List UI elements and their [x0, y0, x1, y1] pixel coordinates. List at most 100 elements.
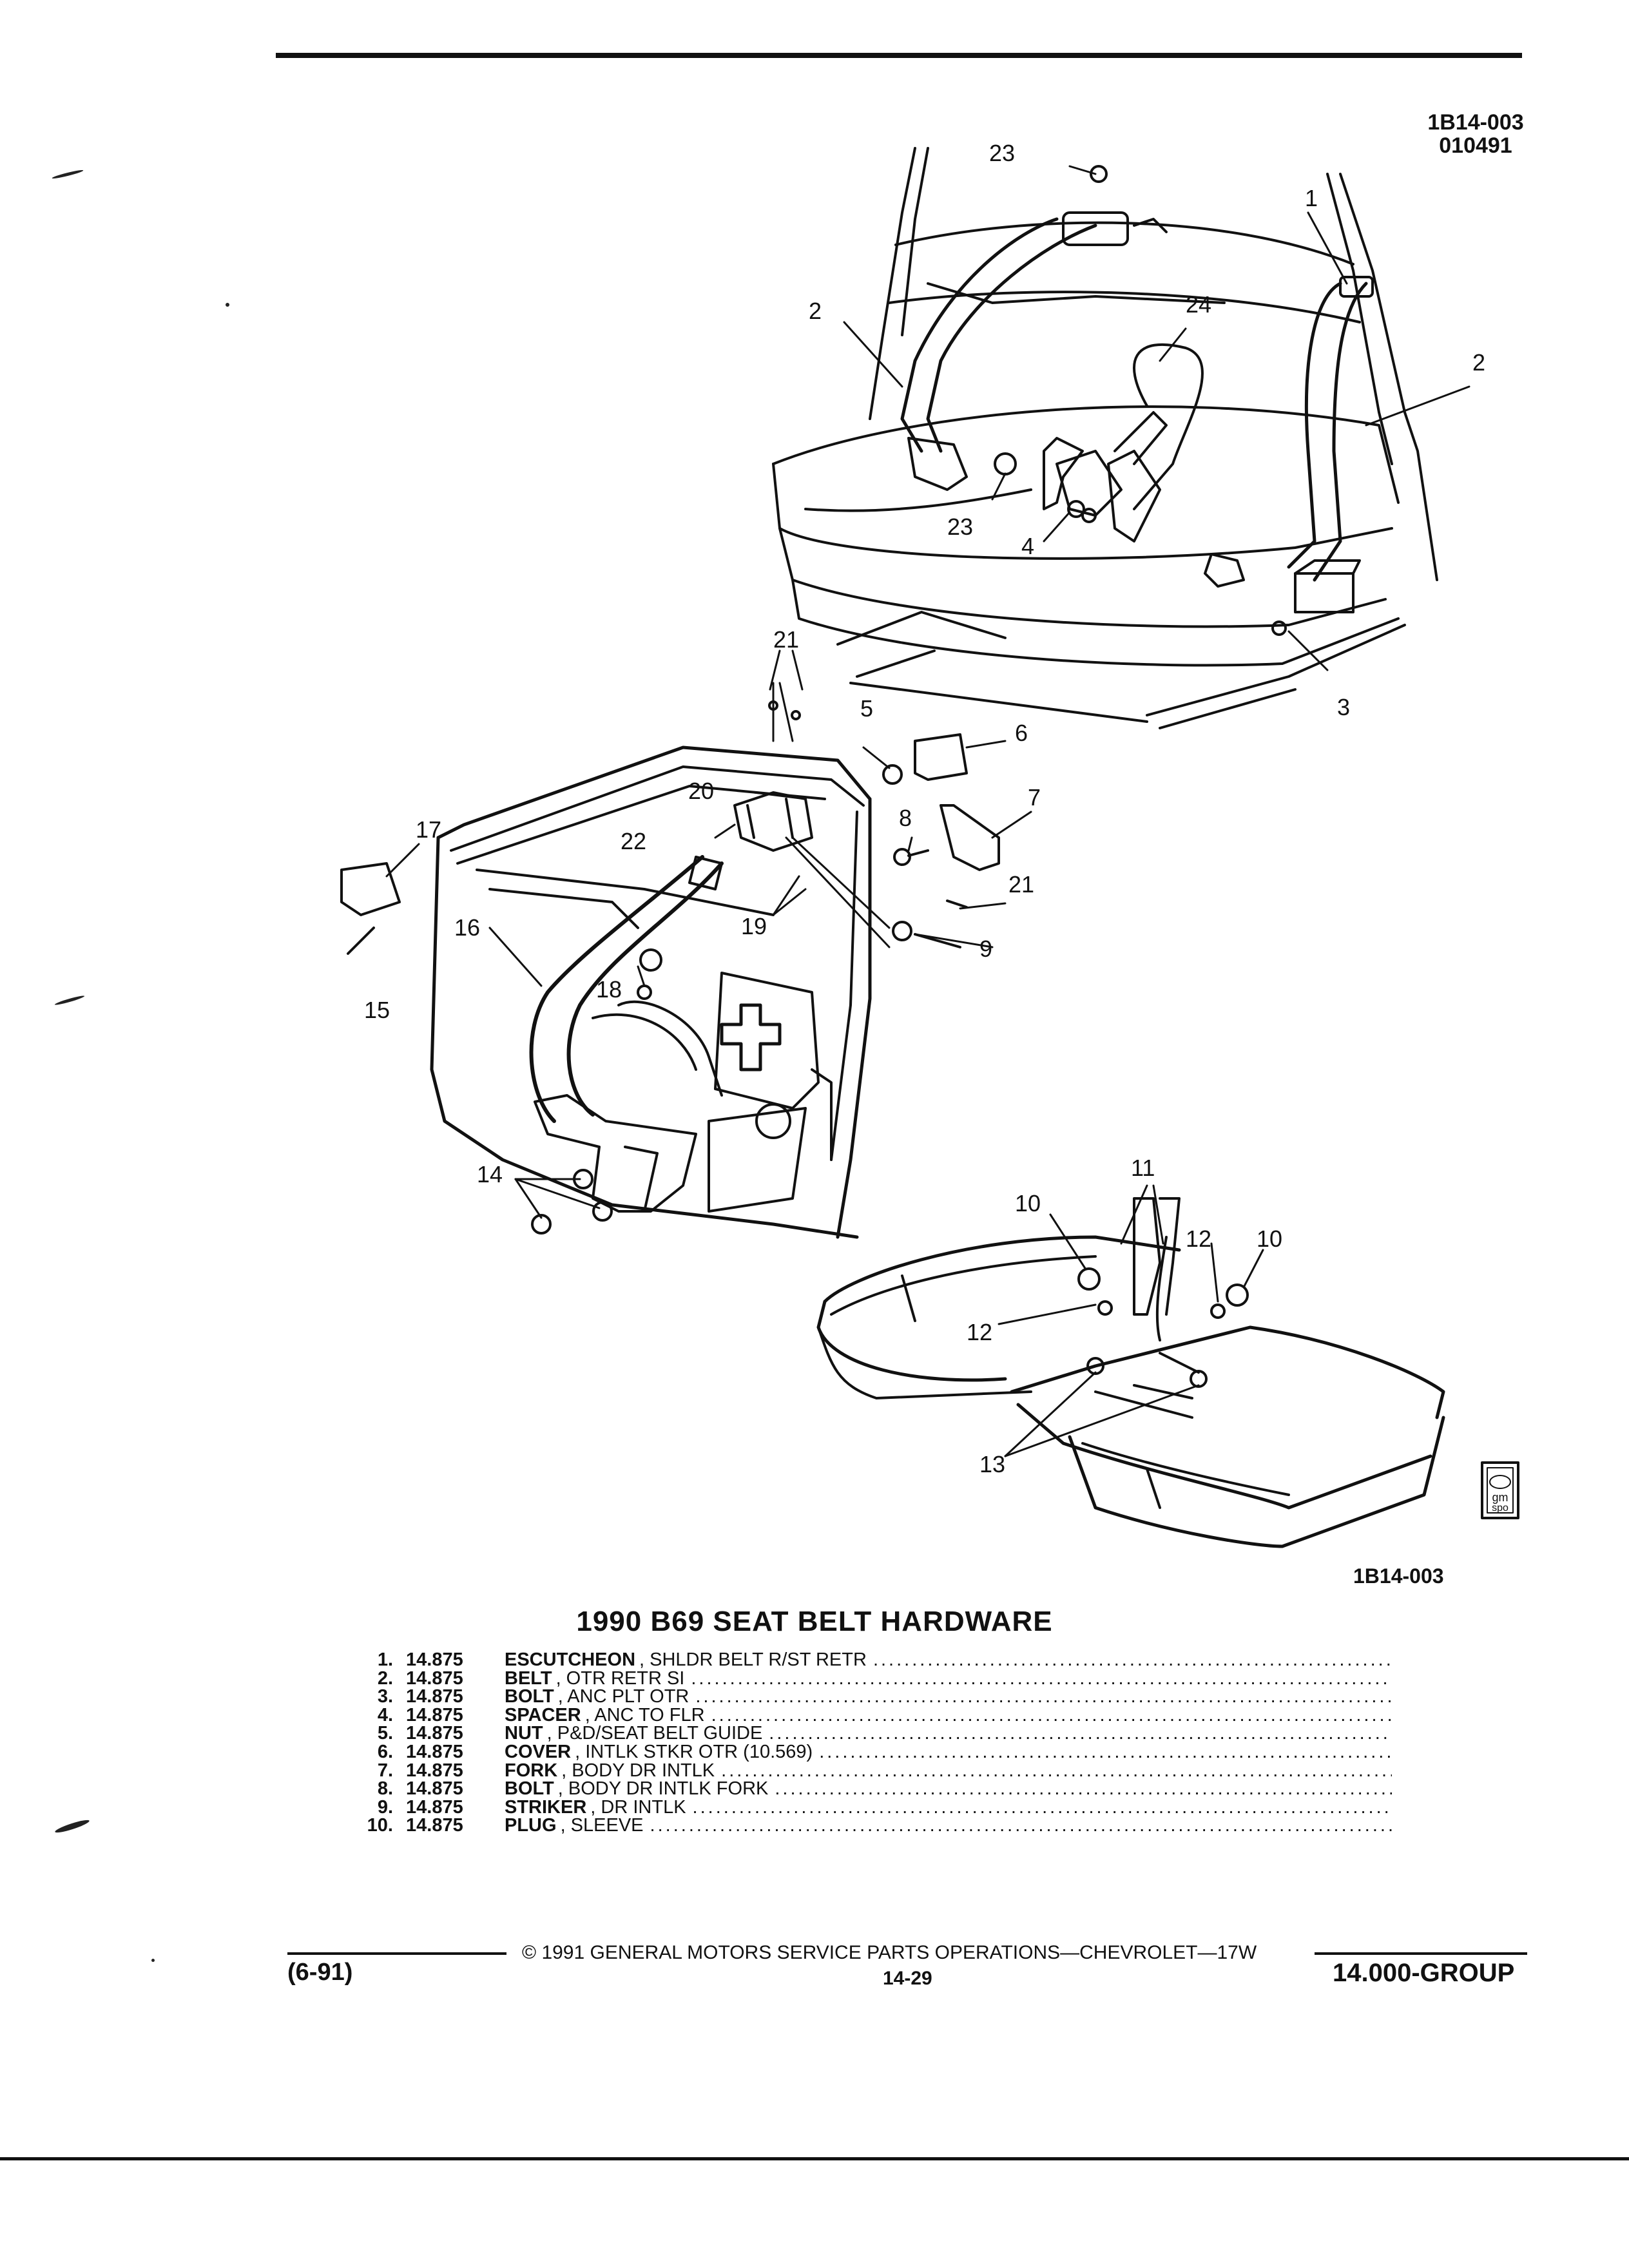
- part-number: 2.: [377, 1669, 393, 1688]
- callout-21-top: 21: [773, 626, 799, 653]
- rear-seat-drawing: [772, 147, 1438, 729]
- part-number: 6.: [377, 1742, 393, 1762]
- dot-leader: [644, 1816, 1392, 1835]
- part-description: , ANC TO FLR: [584, 1706, 705, 1725]
- part-description: , SHLDR BELT R/ST RETR: [639, 1651, 867, 1669]
- callout-3: 3: [1337, 694, 1350, 720]
- front-seat-drawing: [816, 1197, 1445, 1548]
- list-item: 6. 14.875 COVER , INTLK STKR OTR (10.569…: [348, 1743, 1392, 1762]
- callout-15: 15: [364, 997, 390, 1023]
- callout-21-right: 21: [1008, 871, 1034, 898]
- part-code: 14.875: [406, 1780, 463, 1798]
- bottom-rule: [0, 2157, 1629, 2160]
- callout-10-left: 10: [1015, 1190, 1041, 1216]
- part-number: 3.: [377, 1687, 393, 1706]
- part-name: BELT: [505, 1669, 552, 1688]
- callout-12-left: 12: [967, 1319, 992, 1345]
- dot-leader: [768, 1780, 1392, 1798]
- scan-mark: [53, 1818, 91, 1835]
- list-item: 7. 14.875 FORK , BODY DR INTLK: [348, 1762, 1392, 1780]
- part-number: 8.: [377, 1780, 393, 1798]
- footer-page-number: 14-29: [883, 1968, 932, 1989]
- callout-14: 14: [477, 1161, 503, 1187]
- logo-gm-text: gm: [1492, 1491, 1508, 1504]
- part-number: 10.: [367, 1816, 393, 1835]
- dot-leader: [762, 1724, 1392, 1743]
- dot-leader: [689, 1687, 1392, 1706]
- list-item: 2. 14.875 BELT , OTR RETR SI: [348, 1669, 1392, 1688]
- part-description: , INTLK STKR OTR (10.569): [575, 1742, 813, 1762]
- door-small-parts: [340, 682, 1000, 1235]
- part-name: SPACER: [505, 1706, 581, 1725]
- part-name: NUT: [505, 1724, 543, 1743]
- part-description: , OTR RETR SI: [555, 1669, 685, 1688]
- part-name: BOLT: [505, 1780, 554, 1798]
- callout-16: 16: [454, 914, 480, 941]
- door-leader-lines: [385, 649, 1032, 1219]
- part-number: 1.: [377, 1651, 393, 1669]
- part-number: 7.: [377, 1761, 393, 1780]
- part-name: PLUG: [505, 1816, 557, 1835]
- part-name: BOLT: [505, 1687, 554, 1706]
- top-rule: [276, 53, 1522, 58]
- seat-belt-exploded-diagram: gm spo 1 2 2 3 4 5 6 7 8 9 10 10 11 12 1…: [340, 140, 1519, 1548]
- gm-spo-logo: gm spo: [1481, 1461, 1519, 1519]
- part-number: 5.: [377, 1724, 393, 1743]
- callout-1: 1: [1305, 185, 1318, 211]
- part-name: ESCUTCHEON: [505, 1651, 636, 1669]
- part-description: , DR INTLK: [590, 1798, 686, 1817]
- part-code: 14.875: [406, 1724, 463, 1743]
- footer-group: 14.000-GROUP: [1333, 1959, 1515, 1987]
- door-drawing: [430, 745, 872, 1239]
- callout-7: 7: [1028, 784, 1041, 811]
- callout-10-right: 10: [1257, 1225, 1282, 1252]
- callout-2-left: 2: [809, 298, 822, 324]
- callout-23-top: 23: [989, 140, 1015, 166]
- part-description: , SLEEVE: [560, 1816, 644, 1835]
- callout-17: 17: [416, 816, 441, 843]
- list-item: 10. 14.875 PLUG , SLEEVE: [348, 1816, 1392, 1835]
- callout-23-bottom: 23: [947, 514, 973, 540]
- list-item: 3. 14.875 BOLT , ANC PLT OTR: [348, 1687, 1392, 1706]
- part-code: 14.875: [406, 1816, 463, 1835]
- scan-mark: [151, 1959, 155, 1962]
- logo-spo-text: spo: [1492, 1503, 1509, 1514]
- callout-11: 11: [1131, 1155, 1155, 1181]
- callout-8: 8: [899, 805, 912, 831]
- callout-19: 19: [741, 913, 767, 939]
- part-description: , P&D/SEAT BELT GUIDE: [546, 1724, 763, 1743]
- footer-date: (6-91): [287, 1959, 353, 1986]
- dot-leader: [715, 1762, 1392, 1780]
- callout-4: 4: [1021, 533, 1034, 559]
- part-description: , BODY DR INTLK: [561, 1761, 715, 1780]
- dot-leader: [867, 1651, 1392, 1669]
- part-code: 14.875: [406, 1742, 463, 1762]
- figure-id-bottom: 1B14-003: [1353, 1564, 1444, 1588]
- footer-rule-right: [1315, 1952, 1527, 1955]
- callout-6: 6: [1015, 720, 1028, 746]
- callout-5: 5: [860, 695, 873, 722]
- part-code: 14.875: [406, 1669, 463, 1688]
- scan-mark: [226, 303, 229, 307]
- list-item: 9. 14.875 STRIKER , DR INTLK: [348, 1798, 1392, 1817]
- callout-22: 22: [621, 828, 646, 854]
- callout-24: 24: [1186, 291, 1211, 318]
- part-name: FORK: [505, 1761, 558, 1780]
- list-item: 4. 14.875 SPACER , ANC TO FLR: [348, 1706, 1392, 1725]
- callout-20: 20: [688, 778, 714, 804]
- callout-labels: 1 2 2 3 4 5 6 7 8 9 10 10 11 12 12 13 14…: [364, 140, 1485, 1477]
- part-name: COVER: [505, 1742, 572, 1762]
- list-item: 1. 14.875 ESCUTCHEON , SHLDR BELT R/ST R…: [348, 1651, 1392, 1669]
- callout-13: 13: [979, 1451, 1005, 1477]
- part-name: STRIKER: [505, 1798, 587, 1817]
- footer-copyright: © 1991 GENERAL MOTORS SERVICE PARTS OPER…: [522, 1942, 1257, 1963]
- part-code: 14.875: [406, 1651, 463, 1669]
- dot-leader: [705, 1706, 1392, 1725]
- figure-id-top: 1B14-003 010491: [1398, 111, 1553, 157]
- scan-mark: [54, 994, 85, 1006]
- front-seat-leader-lines: [998, 1184, 1264, 1457]
- callout-18: 18: [596, 976, 622, 1003]
- callout-2-right: 2: [1472, 349, 1485, 376]
- callout-12-right: 12: [1186, 1225, 1211, 1252]
- scan-mark: [52, 169, 84, 180]
